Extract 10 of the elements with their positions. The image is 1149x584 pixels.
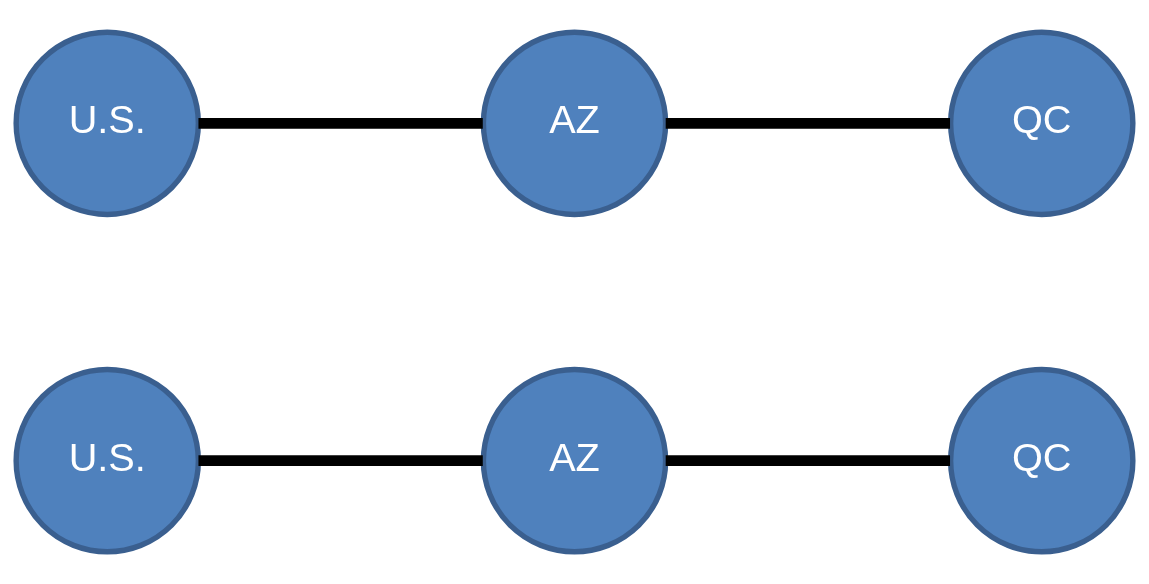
node-circle: U.S.: [13, 366, 202, 555]
node-circle: AZ: [480, 366, 669, 555]
node-circle: QC: [947, 366, 1136, 555]
connector: [665, 455, 951, 467]
connector: [198, 455, 483, 467]
connector: [665, 117, 951, 129]
node-circle: U.S.: [13, 29, 202, 218]
node-circle: QC: [947, 29, 1136, 218]
connector: [198, 117, 483, 129]
node-circle: AZ: [480, 29, 669, 218]
